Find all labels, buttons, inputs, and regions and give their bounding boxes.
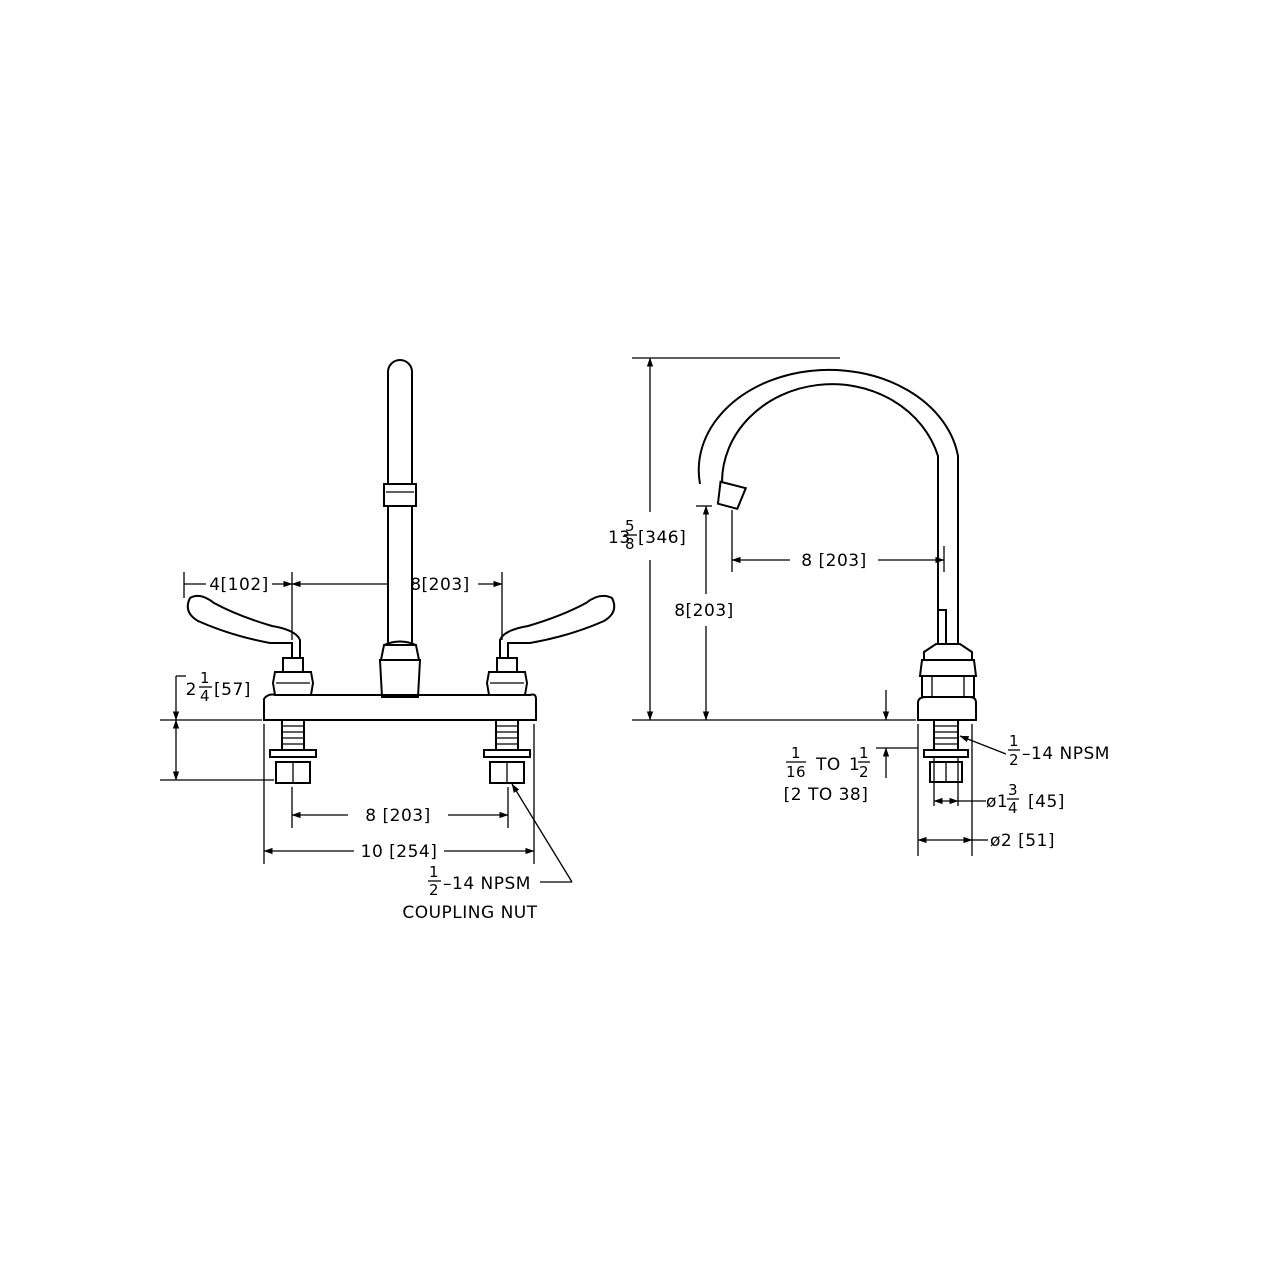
dim-height-num: 1 <box>200 669 210 687</box>
dim-shank-centers: 8 [203] <box>291 806 509 826</box>
deck-to: TO <box>815 755 841 775</box>
thread-num: 1 <box>1009 732 1019 750</box>
dia-shank-metric: [45] <box>1028 792 1065 812</box>
dim-height-metric: [57] <box>214 680 251 700</box>
dim-outlet-height: 8[203] <box>674 505 734 721</box>
dim-total-den: 8 <box>625 535 635 553</box>
deck-den2: 2 <box>859 763 869 781</box>
dia-shank-prefix: ø1 <box>986 792 1008 812</box>
dim-spout-to-handle: 8[203] <box>291 575 503 595</box>
side-thread-callout: 1 2 –14 NPSM <box>959 732 1110 769</box>
front-left-shank <box>269 719 317 784</box>
dim-total-metric: [346] <box>638 528 686 548</box>
dim-total-height: 13 5 8 [346] <box>608 357 686 721</box>
callout-den: 2 <box>429 881 439 899</box>
deck-den1: 16 <box>786 763 806 781</box>
front-spout <box>378 359 422 698</box>
front-deck-plate <box>263 693 537 721</box>
front-view: 4[102] 8[203] 2 1 4 [57] 8 [203] <box>160 359 616 923</box>
callout-thread: –14 NPSM <box>443 874 531 894</box>
callout-coupling-nut: 1 2 –14 NPSM COUPLING NUT <box>402 783 573 923</box>
dim-height-whole: 2 <box>186 680 197 700</box>
side-spout <box>697 368 959 650</box>
dim-handle-offset-label: 4[102] <box>209 575 269 595</box>
dim-flange-diameter: ø2 [51] <box>917 831 1055 851</box>
front-right-handle <box>485 594 616 696</box>
dim-reach-label: 8 [203] <box>801 551 866 571</box>
dim-deck-width-label: 10 [254] <box>361 842 438 862</box>
dim-handle-offset: 4[102] <box>184 575 293 595</box>
thread-den: 2 <box>1009 751 1019 769</box>
callout-num: 1 <box>429 863 439 881</box>
dim-deck-width: 10 [254] <box>263 842 535 862</box>
side-body <box>917 609 978 721</box>
dim-shank-centers-label: 8 [203] <box>365 806 430 826</box>
dim-deck-thickness: 1 16 TO 1 1 2 [2 TO 38] <box>784 690 890 805</box>
side-view: 13 5 8 [346] 8[203] 8 [203] 1 16 TO 1 <box>608 357 1110 856</box>
dim-height: 2 1 4 [57] <box>172 669 251 781</box>
dim-outlet-height-label: 8[203] <box>674 601 734 621</box>
dim-spout-to-handle-label: 8[203] <box>410 575 470 595</box>
front-right-shank <box>483 719 531 784</box>
dia-shank-num: 3 <box>1008 781 1018 799</box>
dim-total-num: 5 <box>625 517 635 535</box>
thread-text: –14 NPSM <box>1022 744 1110 764</box>
dia-flange-label: ø2 [51] <box>990 831 1055 851</box>
side-shank <box>923 719 969 783</box>
front-left-handle <box>186 594 315 696</box>
dim-height-den: 4 <box>200 687 210 705</box>
deck-whole2: 1 <box>849 755 860 775</box>
deck-num1: 1 <box>791 744 801 762</box>
dia-shank-den: 4 <box>1008 799 1018 817</box>
callout-nut: COUPLING NUT <box>402 903 537 923</box>
deck-metric: [2 TO 38] <box>784 785 869 805</box>
dim-total-whole: 13 <box>608 528 631 548</box>
dim-shank-diameter: ø1 3 4 [45] <box>933 781 1065 817</box>
deck-num2: 1 <box>859 744 869 762</box>
dim-reach: 8 [203] <box>731 551 945 571</box>
